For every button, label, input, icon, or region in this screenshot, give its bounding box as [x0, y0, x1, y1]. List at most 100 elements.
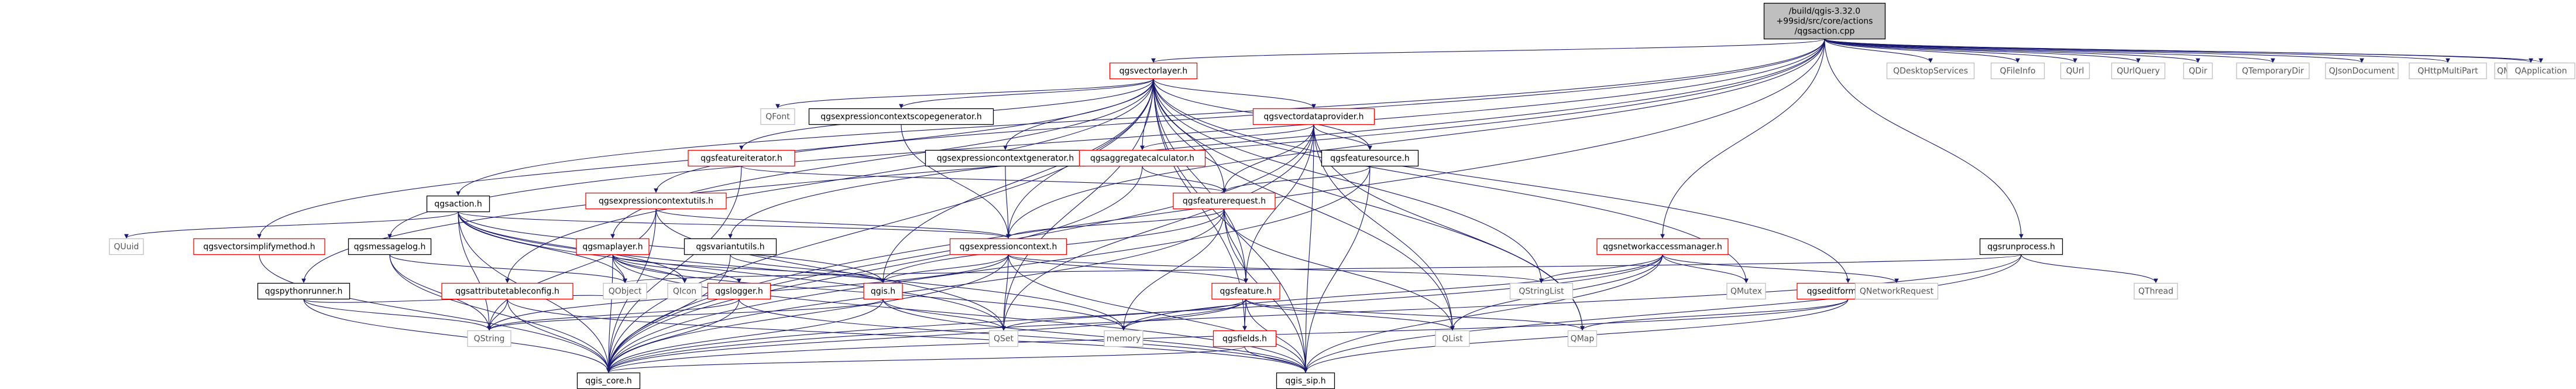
node-box: [684, 238, 777, 255]
node-qgsrunprocess-h[interactable]: qgsrunprocess.h: [1979, 238, 2063, 255]
edge-qgsfeaturerequest-to-qgsfeature: [1224, 209, 1248, 284]
edge-root-to-qurlquery: [1824, 39, 2141, 63]
node-qgsfields-h[interactable]: qgsfields.h: [1213, 330, 1277, 347]
node-qgis-h[interactable]: qgis.h: [863, 282, 903, 300]
node-qgsexpressioncontextutils-h[interactable]: qgsexpressioncontextutils.h: [585, 192, 727, 210]
node-label: QMutex: [1730, 287, 1762, 296]
edge-qgslogger-to-qstring: [487, 299, 740, 331]
node-box: [667, 282, 702, 300]
node-box: [1854, 282, 1939, 300]
node-box: [949, 238, 1067, 255]
edge-qgsaction-to-quuid: [124, 211, 459, 239]
node-qfileinfo[interactable]: QFileInfo: [1990, 62, 2045, 80]
node-label: qgsvariantutils.h: [696, 243, 764, 252]
edge-qgsfeature-to-memory: [1121, 299, 1246, 331]
edge-root-to-qgsaction: [456, 39, 1825, 196]
node-qgsvectorsimplifymethod-h[interactable]: qgsvectorsimplifymethod.h: [193, 238, 325, 255]
node-box: [2409, 62, 2487, 80]
node-qstring[interactable]: QString: [467, 330, 511, 347]
node-qdesktopservices[interactable]: QDesktopServices: [1886, 62, 1975, 80]
node-qtemporarydir[interactable]: QTemporaryDir: [2236, 62, 2310, 80]
node-qgsaction-h[interactable]: qgsaction.h: [426, 195, 490, 213]
edge-qgsvectordataprovider-to-qlist: [1313, 124, 1455, 331]
node-qgsaggregatecalculator-h[interactable]: qgsaggregatecalculator.h: [1079, 149, 1206, 167]
node-box: [2236, 62, 2310, 80]
node-box: [707, 282, 771, 300]
node-qfont[interactable]: QFont: [760, 108, 795, 125]
node-quuid[interactable]: QUuid: [109, 238, 144, 255]
node-qobject[interactable]: QObject: [603, 282, 647, 300]
node-box: [109, 238, 144, 255]
edge-qgsmessagelog-to-qgis-core: [389, 254, 611, 373]
node-label: qgis.h: [871, 287, 895, 296]
node-box: [925, 149, 1086, 167]
node-qapplication[interactable]: QApplication: [2506, 62, 2575, 80]
node-qgis-sip-h[interactable]: qgis_sip.h: [1276, 372, 1335, 389]
node-qgsattributetableconfig-h[interactable]: qgsattributetableconfig.h: [441, 282, 573, 300]
node-qnetworkrequest[interactable]: QNetworkRequest: [1854, 282, 1939, 300]
node-label: qgsvectorlayer.h: [1119, 67, 1188, 76]
edge-qgsvectordataprovider-to-qgsfeaturesource: [1313, 124, 1372, 151]
node-qurl[interactable]: QUrl: [2060, 62, 2090, 80]
node-qthread[interactable]: QThread: [2134, 282, 2178, 300]
node-label: qgsfeaturesource.h: [1330, 154, 1409, 163]
node-qgsvectorlayer-h[interactable]: qgsvectorlayer.h: [1109, 62, 1198, 80]
edge-qgsexpressioncontext-to-qstringlist: [1008, 254, 1544, 284]
node-box: [193, 238, 325, 255]
node-qstringlist[interactable]: QStringList: [1509, 282, 1574, 300]
edge-qgsnetworkaccessmanager-to-qnetworkrequest: [1662, 254, 1899, 284]
node-qgsmaplayer-h[interactable]: qgsmaplayer.h: [576, 238, 650, 255]
node-qicon[interactable]: QIcon: [667, 282, 702, 300]
node-qgsvariantutils-h[interactable]: qgsvariantutils.h: [684, 238, 777, 255]
edge-qgsfeatureiterator-to-qgsfeaturerequest: [741, 166, 1227, 193]
node-qgsfeature-h[interactable]: qgsfeature.h: [1211, 282, 1280, 300]
edge-qgsexpressioncontextutils-to-qset: [655, 209, 1006, 331]
node-qmap[interactable]: QMap: [1567, 330, 1598, 347]
node-qgspythonrunner-h[interactable]: qgspythonrunner.h: [257, 282, 351, 300]
node-qmutex[interactable]: QMutex: [1726, 282, 1766, 300]
node-qgslogger-h[interactable]: qgslogger.h: [707, 282, 771, 300]
node-qgsexpressioncontext-h[interactable]: qgsexpressioncontext.h: [949, 238, 1067, 255]
node-qhttpmultipart[interactable]: QHttpMultiPart: [2409, 62, 2487, 80]
edge-qgsrunprocess-to-qgis-sip: [1303, 254, 2022, 373]
node-box: [1726, 282, 1766, 300]
node-qset[interactable]: QSet: [988, 330, 1019, 347]
edge-qgsfields-to-qgis-core: [606, 346, 1245, 373]
node-qurlquery[interactable]: QUrlQuery: [2111, 62, 2166, 80]
node-qdir[interactable]: QDir: [2183, 62, 2213, 80]
edge-qgsvectorlayer-to-qstringlist: [1153, 79, 1544, 284]
edge-qgsvectordataprovider-to-qset: [1001, 124, 1314, 331]
node-build-qgis-3-32-0-99sid-src-core-actions-qgsaction-cpp[interactable]: /build/qgis-3.32.0+99sid/src/core/action…: [1763, 2, 1886, 40]
node-label: qgsvectordataprovider.h: [1263, 112, 1363, 122]
node-qgsexpressioncontextgenerator-h[interactable]: qgsexpressioncontextgenerator.h: [925, 149, 1086, 167]
edge-qgsaggregatecalculator-to-qgsfeaturerequest: [1142, 166, 1227, 193]
node-qgis-core-h[interactable]: qgis_core.h: [576, 372, 641, 389]
edge-root-to-qjsondocument: [1824, 39, 2364, 63]
edge-qgsvariantutils-to-qgis-core: [606, 254, 731, 373]
node-box: [1321, 149, 1419, 167]
node-box: [576, 238, 650, 255]
node-qlist[interactable]: QList: [1435, 330, 1470, 347]
edge-qgsexpressioncontextscopegenerator-to-qgsexpressioncontext: [901, 124, 1011, 239]
edge-qgsexpressioncontextutils-to-qstring: [487, 209, 657, 331]
edge-qgsvectordataprovider-to-qgis-sip: [1303, 124, 1314, 373]
node-qgsfeatureiterator-h[interactable]: qgsfeatureiterator.h: [688, 149, 795, 167]
node-qjsondocument[interactable]: QJsonDocument: [2325, 62, 2399, 80]
node-qgsvectordataprovider-h[interactable]: qgsvectordataprovider.h: [1252, 108, 1375, 125]
node-label: qgsfeatureiterator.h: [700, 154, 782, 163]
edge-qgis-to-qstring: [487, 299, 884, 331]
node-box: [760, 108, 795, 125]
edge-root-to-qtemporarydir: [1824, 39, 2275, 63]
edge-qgsvectorlayer-to-qset: [1001, 79, 1154, 331]
node-qgsexpressioncontextscopegenerator-h[interactable]: qgsexpressioncontextscopegenerator.h: [808, 108, 994, 125]
node-memory[interactable]: memory: [1104, 330, 1143, 347]
node-qgsfeaturerequest-h[interactable]: qgsfeaturerequest.h: [1173, 192, 1276, 210]
node-label: qgsexpressioncontextutils.h: [599, 197, 713, 206]
node-qgsmessagelog-h[interactable]: qgsmessagelog.h: [348, 238, 432, 255]
edge-qgsexpressioncontext-to-qgis-sip: [1008, 254, 1308, 373]
node-qgsnetworkaccessmanager-h[interactable]: qgsnetworkaccessmanager.h: [1596, 238, 1729, 255]
node-box: [1252, 108, 1375, 125]
edge-root-to-qurl: [1824, 39, 2077, 63]
node-qgsfeaturesource-h[interactable]: qgsfeaturesource.h: [1321, 149, 1419, 167]
